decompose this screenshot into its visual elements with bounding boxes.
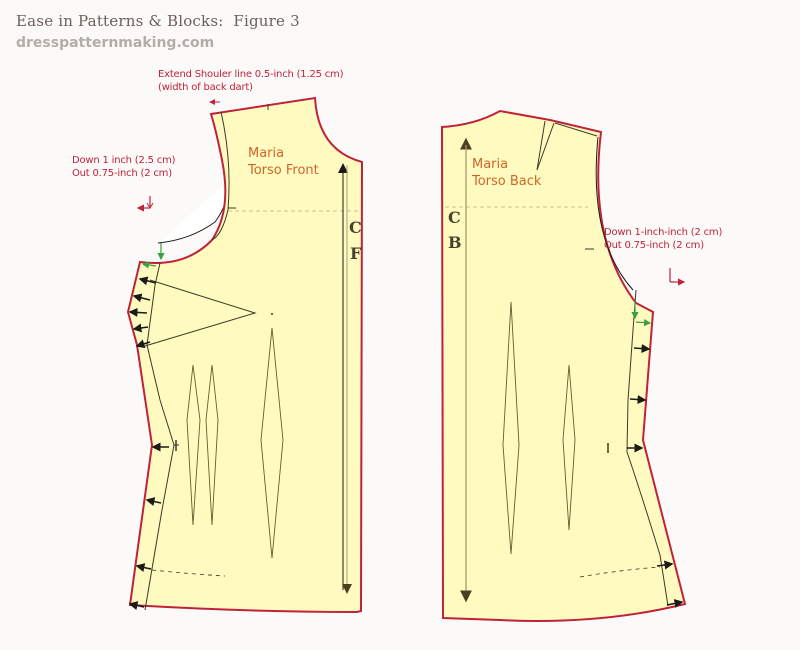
back-pattern-piece	[440, 109, 687, 622]
back-label-line2: Torso Back	[472, 174, 542, 189]
back-label-line1: Maria	[472, 157, 509, 172]
back-grain-letter-b: B	[448, 233, 462, 252]
back-note-line1: Down 1-inch-inch (2 cm)	[604, 227, 723, 238]
back-armhole-note: Down 1-inch-inch (2 cm) Out 0.75-inch (2…	[604, 226, 722, 252]
shoulder-note-line2: (width of back dart)	[158, 82, 253, 93]
front-note-line1: Down 1 inch (2.5 cm)	[72, 155, 176, 166]
back-armhole-direction-icon	[669, 268, 686, 286]
front-label-line1: Maria	[248, 146, 285, 161]
site-watermark: dresspatternmaking.com	[16, 35, 215, 51]
front-pattern-piece	[126, 96, 364, 614]
front-label-line2: Torso Front	[248, 163, 319, 178]
front-grain-letter-f: F	[350, 244, 362, 263]
front-note-line2: Out 0.75-inch (2 cm)	[72, 168, 172, 179]
back-grain-letter-c: C	[448, 208, 461, 227]
figure-title: Ease in Patterns & Blocks: Figure 3	[16, 12, 300, 30]
back-note-line2: Out 0.75-inch (2 cm)	[604, 240, 704, 251]
shoulder-extension-note: Extend Shouler line 0.5-inch (1.25 cm) (…	[158, 68, 343, 94]
front-grain-letter-c: C	[349, 218, 362, 237]
front-armhole-direction-icon	[136, 196, 154, 212]
front-piece-label: Maria Torso Front	[248, 145, 319, 179]
shoulder-note-line1: Extend Shouler line 0.5-inch (1.25 cm)	[158, 69, 344, 80]
front-armhole-note: Down 1 inch (2.5 cm) Out 0.75-inch (2 cm…	[72, 154, 176, 180]
back-piece-label: Maria Torso Back	[472, 156, 541, 190]
